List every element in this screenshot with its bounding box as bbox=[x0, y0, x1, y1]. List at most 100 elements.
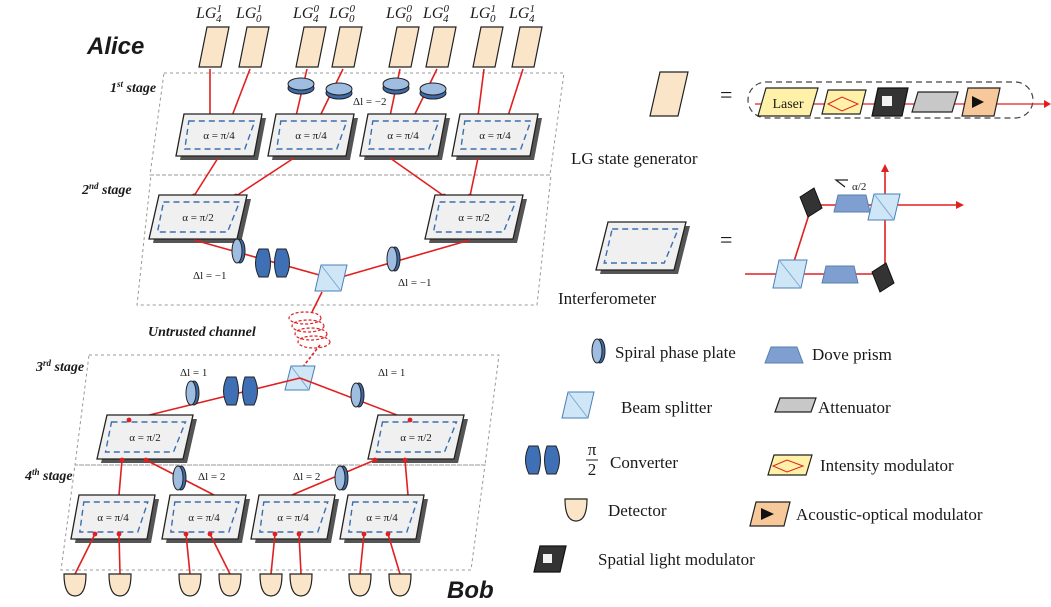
beam-path bbox=[231, 68, 251, 117]
interferometer-plate bbox=[339, 494, 425, 540]
converter-lens bbox=[274, 248, 290, 278]
dove-prism bbox=[821, 265, 859, 284]
beam-path bbox=[389, 157, 445, 197]
detector bbox=[348, 573, 372, 597]
stage-2-panel bbox=[136, 174, 552, 306]
beam-path bbox=[235, 157, 295, 197]
beam-path bbox=[404, 459, 409, 496]
interferometer-plate bbox=[250, 494, 336, 540]
interferometer-plate bbox=[424, 194, 524, 240]
detector bbox=[178, 573, 202, 597]
legend-right: =LG state generatorLaser=Interferometerα… bbox=[525, 71, 1051, 573]
fiber-coil bbox=[288, 311, 322, 325]
detector bbox=[289, 573, 313, 597]
converter-lens bbox=[544, 445, 560, 475]
beam-path bbox=[359, 533, 365, 575]
beam-path bbox=[387, 533, 401, 575]
converter-two: 2 bbox=[588, 460, 597, 479]
alpha-label: α = π/4 bbox=[203, 130, 235, 142]
delta-l-stage2-left: Δl = −1 bbox=[193, 270, 227, 282]
spiral-phase-plate bbox=[231, 238, 243, 264]
dashed-path bbox=[375, 421, 458, 453]
alpha-label: α = π/4 bbox=[97, 512, 129, 524]
converter-lens bbox=[525, 445, 541, 475]
stage-label: 3rd stage bbox=[35, 358, 84, 375]
interferometer-plate bbox=[70, 494, 156, 540]
alpha-label: α = π/4 bbox=[188, 512, 220, 524]
dashed-path bbox=[170, 501, 240, 533]
dove-prism bbox=[833, 194, 871, 213]
fiber-coil bbox=[294, 327, 328, 341]
attenuator-icon bbox=[774, 397, 817, 413]
dashed-path bbox=[603, 228, 680, 264]
delta-l-stage4-right: Δl = 2 bbox=[293, 471, 320, 483]
schematic-arrow bbox=[881, 164, 889, 172]
converter-lens bbox=[255, 248, 271, 278]
slm-label: Spatial light modulator bbox=[598, 550, 755, 569]
beam-path bbox=[74, 533, 96, 575]
dashed-path bbox=[156, 201, 241, 233]
interferometer-plate bbox=[175, 113, 263, 157]
spiral-phase-plate bbox=[287, 77, 315, 91]
laser-label: Laser bbox=[772, 97, 803, 112]
dashed-path bbox=[367, 120, 440, 150]
slm-window bbox=[882, 96, 892, 106]
beam-dot bbox=[402, 457, 408, 463]
dashed-path bbox=[275, 120, 348, 150]
mirror bbox=[871, 262, 895, 293]
lg-generator bbox=[295, 26, 327, 68]
beam-path bbox=[311, 291, 323, 313]
converter-label: Converter bbox=[610, 453, 678, 472]
interferometer-plate bbox=[451, 113, 539, 157]
delta-l-stage3-left: Δl = 1 bbox=[180, 367, 207, 379]
beam-path bbox=[185, 533, 191, 575]
intensity-modulator bbox=[821, 89, 867, 115]
alpha-label: α = π/4 bbox=[277, 512, 309, 524]
alpha-label: α = π/2 bbox=[400, 432, 432, 444]
alpha-label: α = π/4 bbox=[295, 130, 327, 142]
beam-dot bbox=[372, 457, 378, 463]
interferometer-plate bbox=[96, 414, 194, 460]
stage-label: 1st stage bbox=[110, 79, 156, 96]
dashed-path bbox=[432, 201, 517, 233]
stage-4-panel bbox=[60, 464, 486, 571]
intensity-modulator-label: Intensity modulator bbox=[820, 456, 954, 475]
lg-generator-legend bbox=[649, 71, 689, 117]
aom-triangle bbox=[972, 96, 984, 108]
schematic-arrow bbox=[956, 201, 964, 209]
interferometer-plate bbox=[359, 113, 447, 157]
interferometer-plate bbox=[595, 221, 687, 271]
delta-l-stage3-right: Δl = 1 bbox=[378, 367, 405, 379]
equals-sign: = bbox=[720, 227, 732, 252]
mirror bbox=[799, 187, 823, 218]
detector bbox=[108, 573, 132, 597]
interferometer-plate bbox=[267, 113, 355, 157]
fiber-coil bbox=[291, 319, 325, 333]
lg-generator bbox=[331, 26, 363, 68]
spiral-phase-plate bbox=[350, 382, 362, 408]
interferometer-plate bbox=[161, 494, 247, 540]
beam-path bbox=[298, 533, 302, 575]
lg-generator bbox=[511, 26, 543, 68]
alpha-label: α = π/4 bbox=[366, 512, 398, 524]
fiber-coil bbox=[297, 335, 331, 349]
detector-label: Detector bbox=[608, 501, 667, 520]
beam-path bbox=[477, 68, 485, 117]
beam-path bbox=[507, 68, 524, 117]
converter-pi: π bbox=[588, 440, 597, 459]
lg-generator bbox=[425, 26, 457, 68]
beam-splitter-label: Beam splitter bbox=[621, 398, 712, 417]
lg-chain-box bbox=[747, 81, 1034, 119]
slm-window bbox=[543, 554, 552, 563]
beam-path bbox=[118, 533, 121, 575]
spiral-phase-plate bbox=[386, 246, 398, 272]
spiral-phase-plate bbox=[591, 338, 603, 364]
spiral-phase-plate bbox=[382, 77, 410, 91]
delta-l-stage2-right: Δl = −1 bbox=[398, 277, 432, 289]
alpha-label: α = π/2 bbox=[129, 432, 161, 444]
bob-label: Bob bbox=[447, 577, 494, 604]
